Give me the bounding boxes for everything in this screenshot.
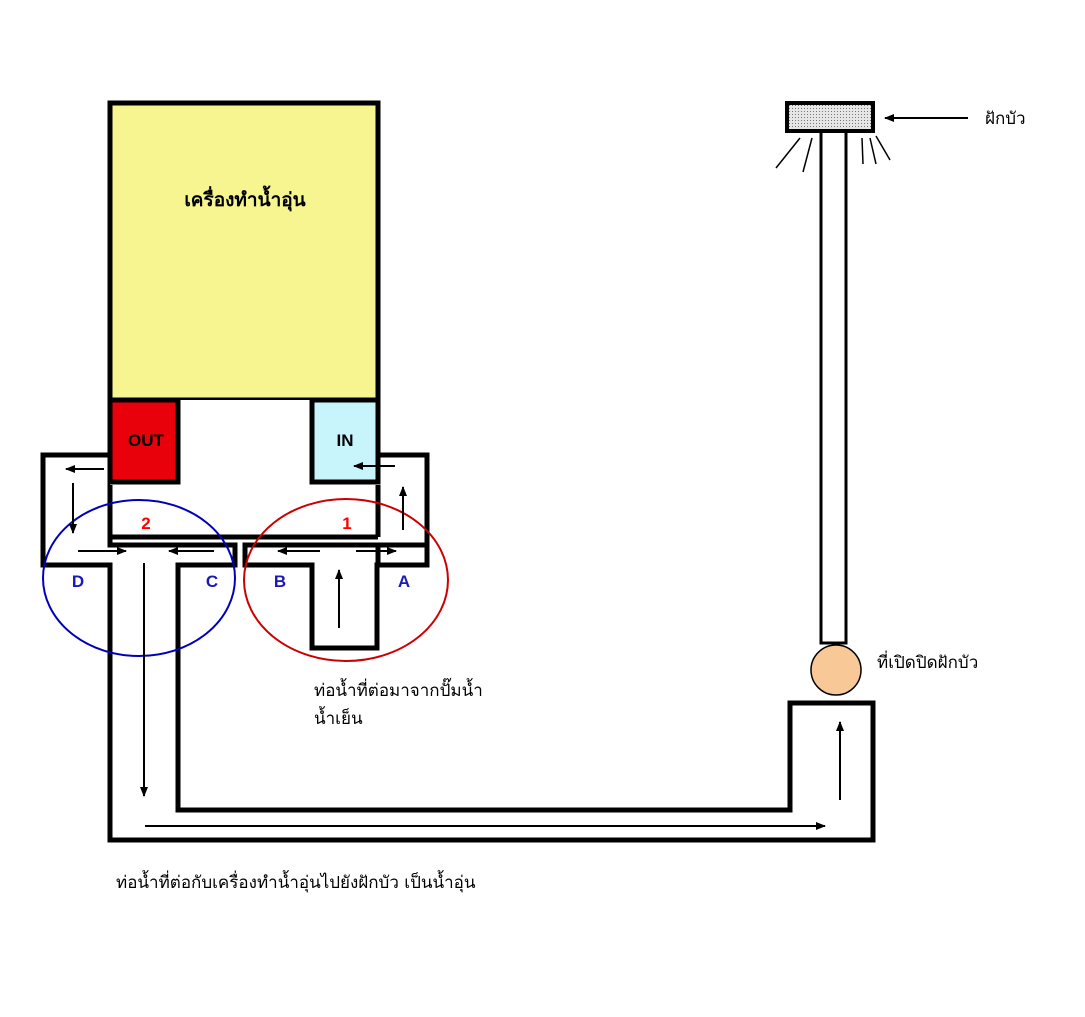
junction-2-label: 2	[141, 514, 150, 533]
branch-b-label: B	[274, 572, 286, 591]
junction-1-circle	[243, 498, 449, 662]
branch-a-label: A	[398, 572, 410, 591]
branch-c-label: C	[206, 572, 218, 591]
valve-label: ที่เปิดปิดฝักบัว	[877, 650, 978, 673]
riser-pipe	[819, 129, 848, 645]
shower-valve	[810, 644, 862, 696]
cold-pipe-label-line2: น้ำเย็น	[314, 706, 363, 729]
cold-inlet-pipe	[242, 452, 430, 651]
shower-label: ฝักบัว	[985, 109, 1026, 129]
shower-head	[785, 101, 875, 133]
out-port	[107, 397, 181, 485]
in-port-label: IN	[337, 431, 354, 450]
branch-d-label: D	[72, 572, 84, 591]
junction-1-label: 1	[342, 514, 351, 533]
flow-arrows	[65, 114, 968, 830]
water-heater-body	[107, 100, 381, 403]
cold-pipe-label-line1: ท่อน้ำที่ต่อมาจากปั๊มน้ำ	[314, 677, 483, 701]
water-spray	[775, 135, 891, 173]
water-heater-label: เครื่องทำน้ำอุ่น	[184, 185, 305, 212]
junction-2-circle	[42, 499, 236, 657]
out-port-label: OUT	[128, 431, 165, 450]
hot-pipe-label: ท่อน้ำที่ต่อกับเครื่องทำน้ำอุ่นไปยังฝักบ…	[116, 870, 476, 893]
in-port	[309, 397, 381, 485]
hot-outlet-pipe	[40, 452, 876, 843]
